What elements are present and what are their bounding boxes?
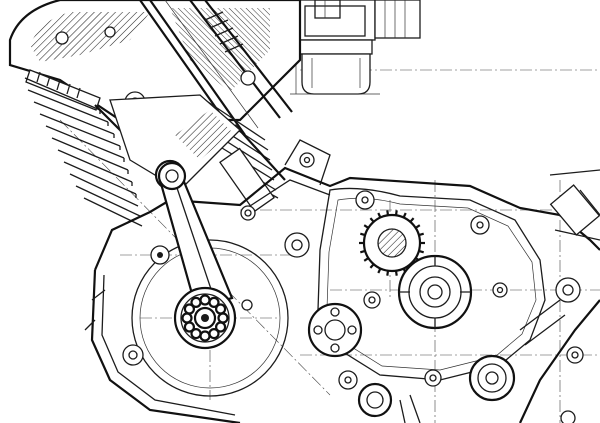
cylinder-head [8,0,302,136]
gear-clutch [397,254,473,330]
fasteners [122,152,588,423]
gear-tooth [369,217,375,223]
bearing-ball [208,296,220,308]
gear-tooth [418,249,425,254]
bearing-ball [190,328,202,340]
gear-tooth [415,224,421,229]
gear-tooth [394,270,398,276]
gear-selector-linkage [84,139,600,423]
gear-tooth [394,210,398,216]
gear-lower [307,302,363,358]
gear-tooth [363,224,369,229]
gear-tooth [386,210,390,216]
gear-tooth [377,212,382,218]
gear-tooth [359,249,366,254]
bearing-ball [215,321,227,333]
bearing-ball [183,303,195,315]
carburettor [290,0,421,95]
gear-tooth [402,212,407,218]
gear-tooth [369,263,375,269]
gear-tooth [363,257,369,262]
crank-bearing [173,286,237,350]
gear-tooth [386,270,390,276]
gear-tooth [409,217,415,223]
gear-tooth [377,268,382,274]
gear-tooth [359,232,366,237]
connecting-rod [157,161,234,310]
gear-tooth [418,232,425,237]
bearing-ball [215,303,227,315]
